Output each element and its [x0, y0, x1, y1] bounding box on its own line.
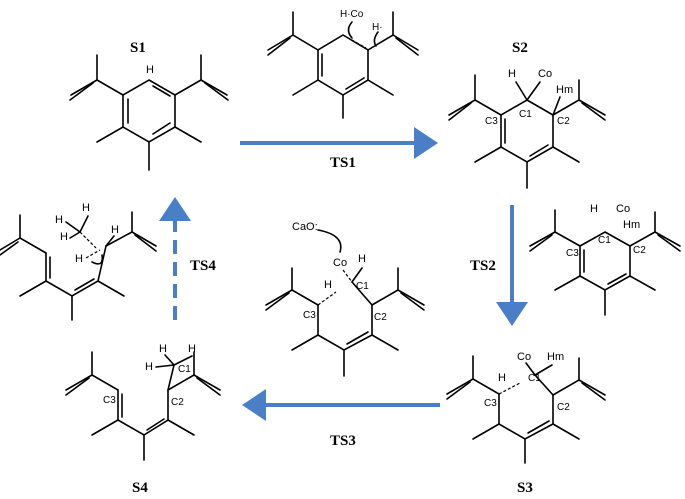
atom-co-s2: Co: [538, 68, 552, 80]
atom-h-s4-a: H: [159, 343, 167, 355]
atom-c2-s4: C2: [171, 397, 184, 408]
label-s3: S3: [517, 480, 533, 496]
label-s4: S4: [132, 480, 148, 496]
atom-c2-ts2: C2: [633, 245, 646, 256]
atom-c1-s4: C1: [178, 364, 191, 375]
molecule-s1: S1 H: [69, 40, 229, 171]
atom-c2-s2: C2: [557, 116, 570, 127]
molecule-ts2: H Co Hm C1 C2 C3: [529, 203, 681, 316]
molecule-ts3: CaO: Co H H C1 C2 C3: [265, 221, 425, 377]
atom-c2-s3: C2: [557, 402, 570, 413]
molecule-s3: Co Hm H C1 C2 C3 S3: [446, 351, 606, 496]
atom-h-ts4-e: H: [75, 253, 83, 265]
atom-c3-s4: C3: [103, 395, 116, 406]
atom-h-ts4-a: H: [55, 214, 63, 226]
atom-c3-ts2: C3: [566, 248, 579, 259]
molecule-s4: H H H C1 C2 C3 S4: [65, 343, 221, 496]
atom-c2-ts3: C2: [374, 312, 387, 323]
label-ts4: TS4: [190, 258, 216, 274]
atom-h-ts2: H: [590, 203, 598, 215]
atom-c1-ts3: C1: [356, 281, 369, 292]
molecule-s2: S2 H Co Hm C1 C2 C3: [448, 40, 606, 189]
atom-co-ts3: Co: [333, 257, 347, 269]
atom-c1-ts2: C1: [598, 235, 611, 246]
label-ts1: TS1: [330, 155, 356, 171]
atom-h-dot-ts1: H·: [372, 22, 383, 33]
atom-co-ts2: Co: [616, 203, 630, 215]
atom-h2-ts3: H: [324, 279, 332, 291]
atom-cao-ts3: CaO:: [292, 221, 318, 233]
atom-hm-ts2: Hm: [623, 219, 640, 231]
atom-h-s4-c: H: [145, 361, 153, 373]
atom-h-s4-b: H: [188, 343, 196, 355]
atom-h-co-ts1: H·Co: [340, 9, 364, 20]
atom-c3-s2: C3: [485, 116, 498, 127]
atom-h-ts4-d: H: [111, 224, 119, 236]
label-ts2: TS2: [470, 258, 496, 274]
atom-co-s3: Co: [517, 351, 531, 363]
atom-h-ts4-c: H: [60, 231, 68, 243]
atom-h-s3: H: [498, 372, 506, 384]
atom-c1-s2: C1: [519, 109, 532, 120]
label-s2: S2: [512, 40, 528, 56]
atom-hm-s2: Hm: [556, 84, 573, 96]
atom-c3-s3: C3: [484, 398, 497, 409]
molecule-ts1: H·Co H·: [267, 9, 419, 119]
atom-c3-ts3: C3: [303, 310, 316, 321]
molecule-ts4: H H H H H: [0, 202, 157, 321]
atom-hm-s3: Hm: [547, 351, 564, 363]
label-ts3: TS3: [330, 433, 356, 449]
atom-h-s1: H: [146, 64, 154, 76]
label-s1: S1: [130, 40, 146, 56]
atom-h-ts3: H: [358, 253, 366, 265]
atom-h-ts4-b: H: [82, 202, 90, 214]
atom-c1-s3: C1: [528, 373, 541, 384]
atom-h-s2: H: [508, 68, 516, 80]
